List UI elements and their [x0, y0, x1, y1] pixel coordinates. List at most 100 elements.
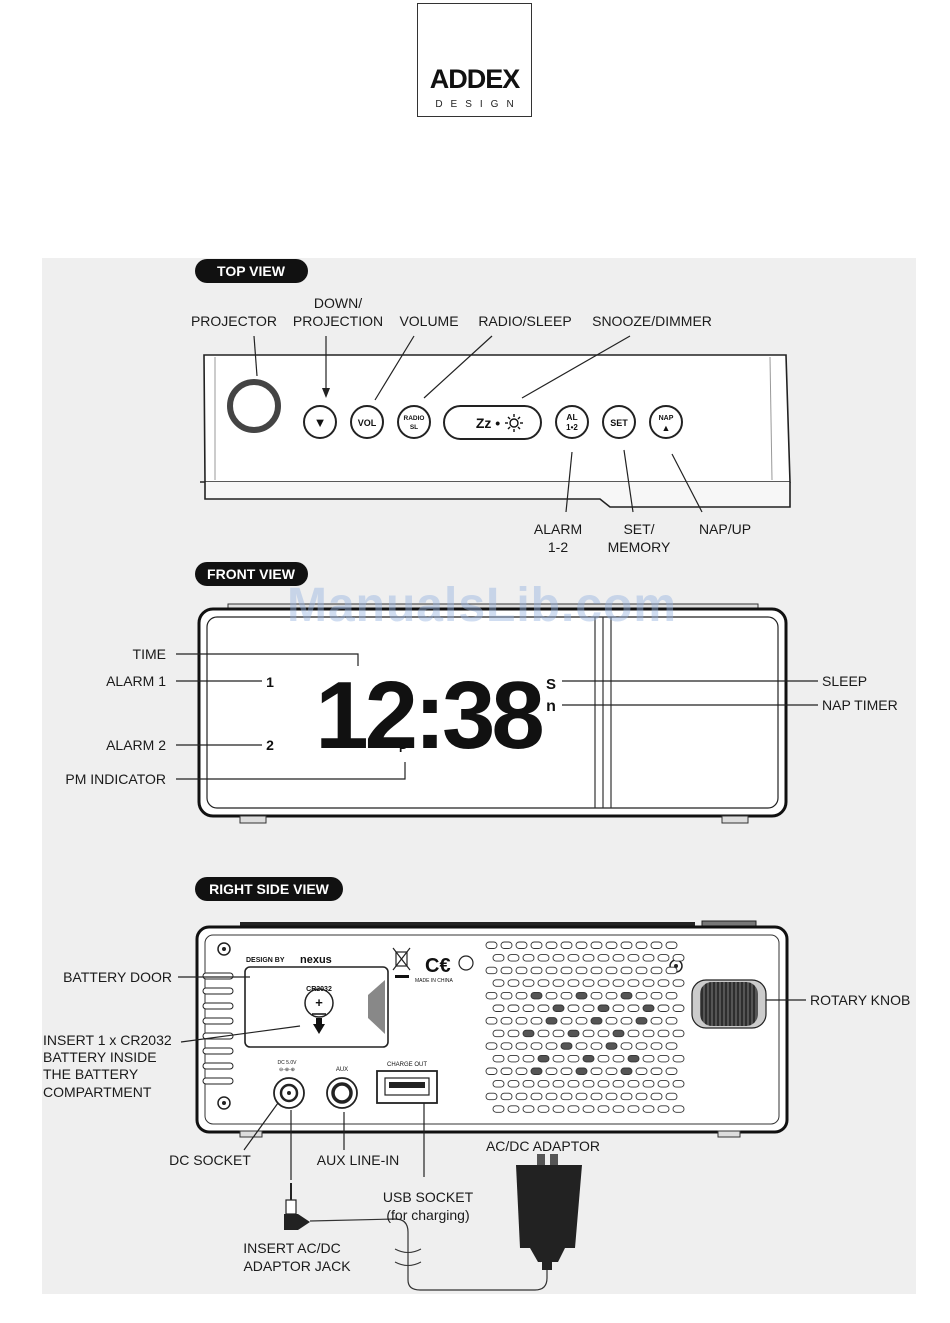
grille-slot: [545, 1042, 558, 1050]
alarm-button-label: AL: [566, 412, 577, 422]
vol-button[interactable]: [350, 405, 384, 439]
grille-slot: [515, 991, 528, 1000]
grille-slot: [575, 1017, 588, 1025]
battery-door-grip-icon: [368, 980, 385, 1034]
down-button[interactable]: [303, 405, 337, 439]
nap-button[interactable]: [649, 405, 683, 439]
grille-slot: [612, 1054, 625, 1063]
indoor-use-icon: [458, 955, 474, 971]
grille-slot: [642, 1080, 655, 1088]
grille-slot: [597, 1105, 610, 1113]
grille-slot: [537, 1054, 550, 1063]
ce-mark-icon: C€: [425, 955, 451, 977]
grille-slot: [522, 954, 535, 962]
grille-slot: [560, 1092, 573, 1101]
label-acdc-adaptor: AC/DC ADAPTOR: [486, 1138, 600, 1154]
grille-slot: [672, 979, 685, 987]
grille-slot: [530, 1042, 543, 1050]
grille-slot: [560, 941, 573, 949]
radio-button[interactable]: [397, 405, 431, 439]
screw-top-left-center: [222, 947, 226, 951]
battery-icon: [304, 988, 334, 1018]
grille-slot: [650, 1067, 663, 1075]
grille-slot: [515, 966, 528, 975]
adaptor-jack-icon: [284, 1183, 310, 1230]
grille-slot: [552, 979, 565, 987]
adaptor-cable: [309, 1218, 548, 1291]
grille-slot: [567, 1080, 580, 1088]
grille-slot: [537, 1029, 550, 1038]
grille-slot: [650, 1017, 663, 1025]
grille-slot: [597, 1004, 610, 1012]
grille-slot: [522, 1054, 535, 1063]
label-nap-up: NAP/UP: [699, 521, 751, 537]
grille-slot: [665, 966, 678, 975]
snooze-button[interactable]: [443, 405, 542, 440]
acdc-adaptor-icon: [516, 1154, 582, 1270]
alarm-button[interactable]: [555, 405, 589, 439]
grille-slot: [597, 1054, 610, 1063]
grille-slot: [635, 991, 648, 1000]
label-nap-timer: NAP TIMER: [822, 697, 898, 713]
top-view-leaders: [253, 335, 703, 513]
grille-slot: [605, 966, 618, 975]
grille-slot: [560, 1067, 573, 1075]
grille-slot: [605, 1067, 618, 1075]
grille-slot: [657, 954, 670, 962]
alarm-button-sublabel: 1•2: [566, 423, 578, 432]
grille-slot: [530, 941, 543, 949]
grille-slot: [672, 954, 685, 962]
grille-slot: [545, 941, 558, 949]
grille-slot: [530, 1017, 543, 1025]
grille-slot: [530, 1067, 543, 1075]
grille-slot: [507, 954, 520, 962]
label-alarm2: ALARM 2: [106, 737, 166, 753]
label-rotary-knob: ROTARY KNOB: [810, 992, 910, 1008]
grille-slot: [515, 1017, 528, 1025]
grille-slot: [507, 1105, 520, 1113]
label-set: SET/: [623, 521, 654, 537]
grille-slot: [620, 1092, 633, 1101]
grille-slot: [500, 966, 513, 975]
grille-slot: [530, 966, 543, 975]
grille-slot: [627, 954, 640, 962]
grille-slot: [485, 1042, 498, 1050]
grille-slot: [582, 1054, 595, 1063]
grille-slot: [515, 1092, 528, 1101]
label-radio-sleep: RADIO/SLEEP: [478, 313, 571, 329]
grille-slot: [515, 1042, 528, 1050]
grille-slot: [537, 1004, 550, 1012]
grille-slot: [672, 1080, 685, 1088]
battery-down-arrow-icon: [313, 1024, 325, 1034]
grille-slot: [567, 1054, 580, 1063]
front-view-leaders: [176, 653, 818, 780]
rotary-knob[interactable]: [700, 982, 758, 1026]
grille-slot: [485, 991, 498, 1000]
grille-slot: [522, 1029, 535, 1038]
grille-slot: [612, 1080, 625, 1088]
grille-slot: [620, 941, 633, 949]
set-button[interactable]: [602, 405, 636, 439]
grille-slot: [590, 1017, 603, 1025]
grille-slot: [590, 1067, 603, 1075]
label-alarm-sub: 1-2: [548, 539, 568, 555]
grille-slot: [627, 1054, 640, 1063]
grille-slot: [582, 1105, 595, 1113]
grille-slot: [627, 1004, 640, 1012]
grille-slot: [657, 1029, 670, 1038]
grille-slot: [635, 1092, 648, 1101]
label-usb-for-charging: (for charging): [386, 1207, 469, 1223]
grille-slot: [507, 1080, 520, 1088]
grille-slot: [635, 1017, 648, 1025]
grille-slot: [635, 1067, 648, 1075]
grille-slot: [545, 1067, 558, 1075]
grille-slot: [500, 941, 513, 949]
front-view-title: FRONT VIEW: [207, 566, 296, 582]
grille-slot: [597, 979, 610, 987]
grille-slot: [612, 979, 625, 987]
grille-slot: [537, 979, 550, 987]
grille-slot: [657, 1080, 670, 1088]
weee-bin-icon: [392, 947, 411, 971]
projector-lens[interactable]: [227, 379, 281, 433]
side-view-leaders: [178, 976, 806, 1180]
